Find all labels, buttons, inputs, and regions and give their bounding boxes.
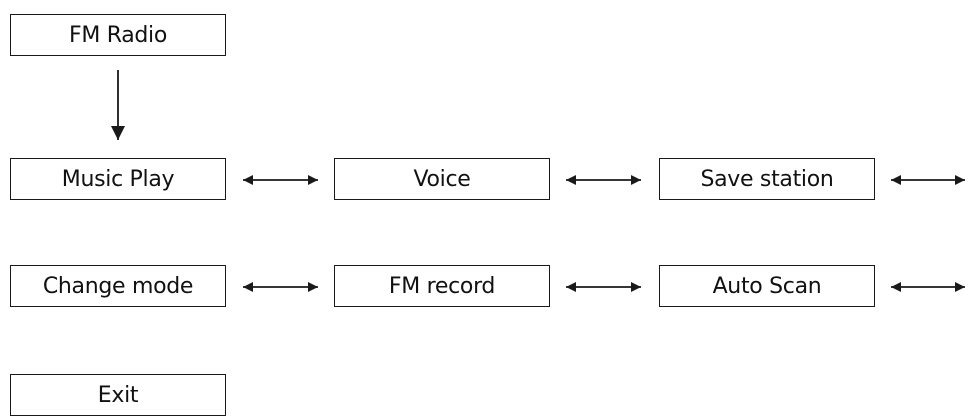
node-change-mode: Change mode [10,265,226,307]
node-save-station: Save station [659,158,875,200]
node-voice: Voice [334,158,550,200]
node-fm-record: FM record [334,265,550,307]
node-auto-scan: Auto Scan [659,265,875,307]
node-exit: Exit [10,374,226,416]
node-fm-radio: FM Radio [10,14,226,56]
node-music-play: Music Play [10,158,226,200]
